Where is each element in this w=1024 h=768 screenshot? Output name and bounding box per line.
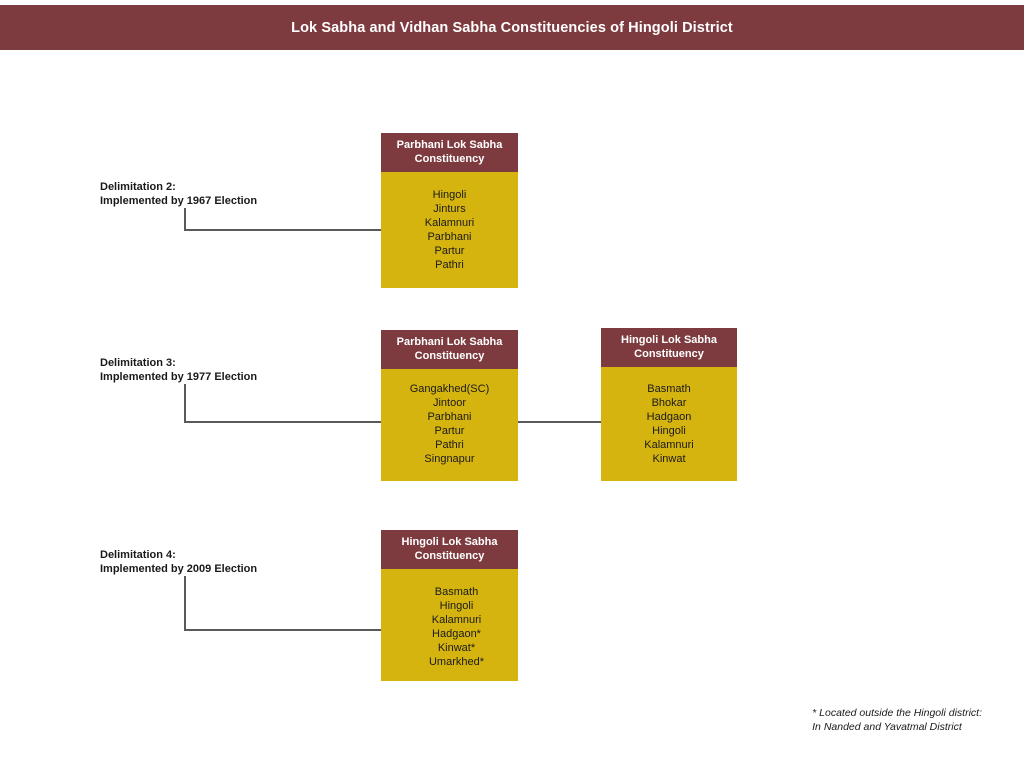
- delimitation-2-label-line2: Implemented by 1967 Election: [100, 195, 258, 207]
- list-item: Hingoli: [432, 189, 467, 201]
- list-item: Hingoli: [439, 600, 474, 612]
- constituency-title-line2: Constituency: [414, 153, 485, 165]
- list-item: Umarkhed*: [428, 656, 485, 668]
- list-item: Jintoor: [432, 397, 467, 409]
- list-item: Parbhani: [427, 411, 472, 423]
- constituency-box-header: Parbhani Lok Sabha Constituency: [381, 133, 518, 172]
- delimitation-2-connector-horizontal: [184, 229, 382, 231]
- list-item: Singnapur: [424, 453, 475, 465]
- constituency-list: Gangakhed(SC) Jintoor Parbhani Partur Pa…: [381, 369, 518, 466]
- list-item: Kinwat: [652, 453, 686, 465]
- page-title-bar: Lok Sabha and Vidhan Sabha Constituencie…: [0, 5, 1024, 50]
- constituency-title-line1: Parbhani Lok Sabha: [396, 336, 503, 348]
- constituency-box-header: Hingoli Lok Sabha Constituency: [381, 530, 518, 569]
- delimitation-3-label-line1: Delimitation 3:: [100, 357, 176, 369]
- delimitation-3-connector-horizontal: [184, 421, 382, 423]
- constituency-list: Hingoli Jinturs Kalamnuri Parbhani Partu…: [381, 172, 518, 272]
- delimitation-3-connector-vertical: [184, 384, 186, 422]
- list-item: Pathri: [435, 439, 464, 451]
- delimitation-4-label-line2: Implemented by 2009 Election: [100, 563, 258, 575]
- constituency-box-hingoli-2009: Hingoli Lok Sabha Constituency Basmath H…: [381, 530, 518, 681]
- delimitation-3-label: Delimitation 3: Implemented by 1977 Elec…: [100, 356, 257, 384]
- list-item: Kalamnuri: [431, 614, 482, 626]
- footnote-line2: In Nanded and Yavatmal District: [812, 721, 962, 733]
- list-item: Partur: [434, 245, 465, 257]
- delimitation-2-label-line1: Delimitation 2:: [100, 181, 176, 193]
- delimitation-3-connector-between-boxes: [518, 421, 602, 423]
- constituency-title-line2: Constituency: [414, 550, 485, 562]
- constituency-list: Basmath Hingoli Kalamnuri Hadgaon* Kinwa…: [381, 569, 518, 669]
- list-item: Gangakhed(SC): [409, 383, 490, 395]
- delimitation-4-label: Delimitation 4: Implemented by 2009 Elec…: [100, 548, 257, 576]
- list-item: Kinwat*: [437, 642, 476, 654]
- list-item: Basmath: [434, 586, 479, 598]
- delimitation-4-connector-vertical: [184, 576, 186, 630]
- constituency-box-header: Parbhani Lok Sabha Constituency: [381, 330, 518, 369]
- constituency-list: Basmath Bhokar Hadgaon Hingoli Kalamnuri…: [601, 367, 737, 466]
- list-item: Parbhani: [427, 231, 472, 243]
- delimitation-4-label-line1: Delimitation 4:: [100, 549, 176, 561]
- list-item: Kalamnuri: [424, 217, 475, 229]
- delimitation-3-label-line2: Implemented by 1977 Election: [100, 371, 258, 383]
- constituency-box-hingoli-1977: Hingoli Lok Sabha Constituency Basmath B…: [601, 328, 737, 481]
- constituency-title-line2: Constituency: [414, 350, 485, 362]
- delimitation-2-connector-vertical: [184, 208, 186, 230]
- page-title: Lok Sabha and Vidhan Sabha Constituencie…: [291, 19, 733, 36]
- list-item: Pathri: [435, 259, 464, 271]
- constituency-title-line1: Parbhani Lok Sabha: [396, 139, 503, 151]
- footnote-line1: * Located outside the Hingoli district:: [812, 707, 982, 719]
- footnote: * Located outside the Hingoli district: …: [812, 706, 982, 734]
- list-item: Basmath: [647, 383, 691, 395]
- constituency-title-line1: Hingoli Lok Sabha: [401, 536, 498, 548]
- list-item: Jinturs: [433, 203, 466, 215]
- list-item: Hingoli: [652, 425, 686, 437]
- constituency-title-line1: Hingoli Lok Sabha: [621, 334, 717, 346]
- constituency-title-line2: Constituency: [634, 348, 704, 360]
- list-item: Hadgaon: [646, 411, 692, 423]
- constituency-box-parbhani-1967: Parbhani Lok Sabha Constituency Hingoli …: [381, 133, 518, 288]
- delimitation-4-connector-horizontal: [184, 629, 382, 631]
- list-item: Bhokar: [651, 397, 687, 409]
- constituency-box-header: Hingoli Lok Sabha Constituency: [601, 328, 737, 367]
- constituency-box-parbhani-1977: Parbhani Lok Sabha Constituency Gangakhe…: [381, 330, 518, 481]
- list-item: Kalamnuri: [644, 439, 694, 451]
- list-item: Partur: [434, 425, 465, 437]
- list-item: Hadgaon*: [432, 628, 481, 640]
- delimitation-2-label: Delimitation 2: Implemented by 1967 Elec…: [100, 180, 257, 208]
